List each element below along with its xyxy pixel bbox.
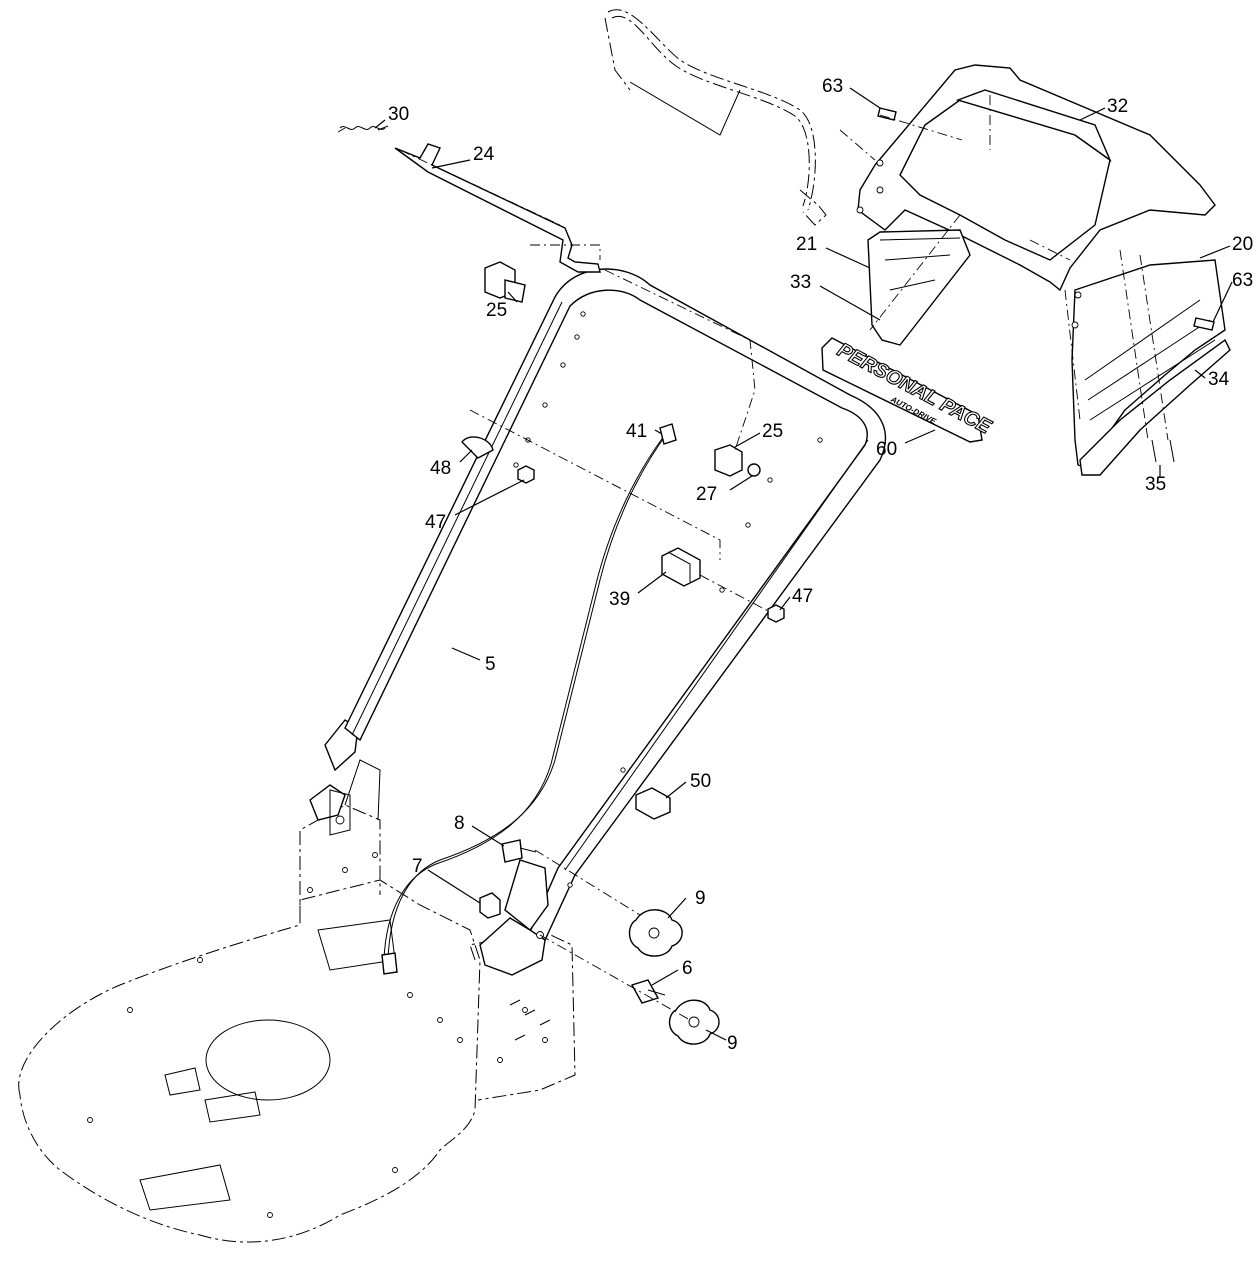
callout-24: 24	[473, 144, 495, 165]
callout-63-right: 63	[1232, 270, 1253, 291]
rod-part-24	[394, 143, 601, 273]
callout-9-upper: 9	[695, 888, 706, 909]
callout-33: 33	[790, 272, 811, 293]
callout-21: 21	[796, 234, 817, 255]
handle-holes	[513, 311, 823, 888]
pin-part-6	[630, 979, 666, 1004]
callout-32: 32	[1107, 96, 1128, 117]
callout-leaders	[374, 87, 1233, 1041]
callout-47-right: 47	[792, 586, 813, 607]
drive-cable	[381, 431, 669, 975]
knob-part-9-lower	[668, 999, 720, 1045]
grip-right-part-34	[1071, 259, 1231, 476]
callout-39: 39	[609, 589, 630, 610]
callout-6: 6	[682, 958, 693, 979]
pins-part-63	[877, 107, 1215, 331]
mower-deck-phantom	[18, 759, 576, 1243]
callout-9-lower: 9	[727, 1033, 738, 1054]
callout-8: 8	[454, 813, 465, 834]
callout-34: 34	[1208, 369, 1230, 390]
grip-left-part-33	[867, 229, 971, 346]
decal-title: PERSONAL PACE	[834, 339, 995, 439]
control-bar-part-32	[856, 64, 1216, 292]
callout-63-top: 63	[822, 76, 843, 97]
lower-handle-left-bracket	[309, 719, 359, 836]
callout-47-left: 47	[425, 512, 446, 533]
clip-part-41	[659, 423, 677, 445]
callout-labels: 30 24 25 63 32 21 33 20 63 34 35 60 41 2…	[388, 76, 1253, 1054]
callout-25-mid: 25	[762, 421, 783, 442]
lower-handle-right-bracket	[479, 859, 549, 976]
spring-part-30	[337, 125, 389, 133]
screws-part-35	[1151, 439, 1175, 463]
bushing-part-25-top	[484, 261, 526, 303]
callout-7: 7	[412, 856, 423, 877]
callout-50: 50	[690, 771, 711, 792]
connector-part-50	[635, 787, 671, 820]
callout-25-top: 25	[486, 300, 507, 321]
callout-20: 20	[1232, 234, 1253, 255]
bushing-part-25-mid	[714, 444, 761, 477]
callout-27: 27	[696, 484, 717, 505]
callout-41: 41	[626, 421, 647, 442]
callout-60: 60	[876, 439, 897, 460]
callout-5: 5	[485, 654, 496, 675]
callout-35: 35	[1145, 474, 1166, 495]
deck-holes	[87, 852, 548, 1218]
bolt-part-8	[501, 839, 537, 863]
assembly-lines	[399, 95, 1169, 1021]
callout-30: 30	[388, 104, 409, 125]
switch-part-39	[661, 547, 701, 587]
spacer-part-7	[479, 892, 501, 919]
knob-part-9-upper	[628, 909, 683, 957]
nut-part-47-left	[517, 465, 535, 484]
cable-loop-phantom	[604, 9, 827, 226]
callout-48: 48	[430, 458, 451, 479]
tab-part-48	[461, 436, 494, 459]
